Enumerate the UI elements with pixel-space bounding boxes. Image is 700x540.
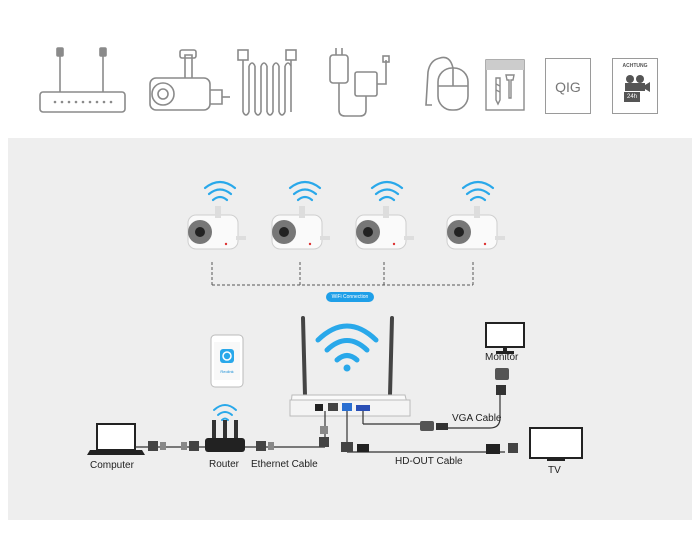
tv-device (529, 427, 583, 461)
camera-4 (446, 206, 505, 250)
ethernet-cable-icon (237, 49, 297, 116)
hd-out-cable (341, 411, 518, 454)
achtung-label: ACHTUNG (622, 63, 648, 69)
wifi-connection-label: WiFi Connection (326, 292, 374, 302)
accessories-row (39, 47, 525, 117)
tv-label: TV (548, 465, 561, 476)
video-camera-icon (625, 75, 650, 92)
wifi-icon (203, 180, 237, 202)
hours-badge: 24h (624, 92, 640, 102)
router-label: Router (209, 459, 240, 470)
wifi-icon (461, 180, 495, 202)
qig-icon: QIG (545, 58, 591, 114)
monitor-label: Monitor (485, 352, 519, 363)
wifi-icon (370, 180, 404, 202)
computer-device (87, 423, 145, 455)
achtung-card-icon: ACHTUNG 24h (612, 58, 658, 114)
vga-cable-label: VGA Cable (452, 413, 502, 424)
power-adapter-icon (329, 48, 390, 117)
router-device (205, 420, 245, 452)
mouse-icon (425, 56, 469, 111)
monitor-device (485, 322, 525, 354)
wifi-connection-bracket (211, 262, 474, 286)
router-icon (39, 47, 126, 113)
vga-cable (362, 368, 509, 431)
camera-icon (149, 49, 230, 111)
nvr-device (289, 316, 411, 417)
ethernet-cable-nvr (245, 411, 329, 451)
camera-1 (187, 206, 246, 250)
qig-label: QIG (555, 79, 581, 95)
screws-icon (485, 59, 525, 111)
ethernet-cable-computer (135, 441, 205, 451)
computer-label: Computer (90, 460, 134, 471)
app-name-label: Reolink (220, 369, 234, 374)
wifi-icon (288, 180, 322, 202)
phone-icon (210, 334, 244, 388)
nvr-wifi-icon (315, 323, 379, 372)
router-wifi-icon (213, 404, 237, 421)
camera-3 (355, 206, 414, 250)
hd-out-cable-label: HD-OUT Cable (395, 456, 463, 467)
ethernet-cable-label: Ethernet Cable (251, 459, 318, 470)
camera-2 (271, 206, 330, 250)
